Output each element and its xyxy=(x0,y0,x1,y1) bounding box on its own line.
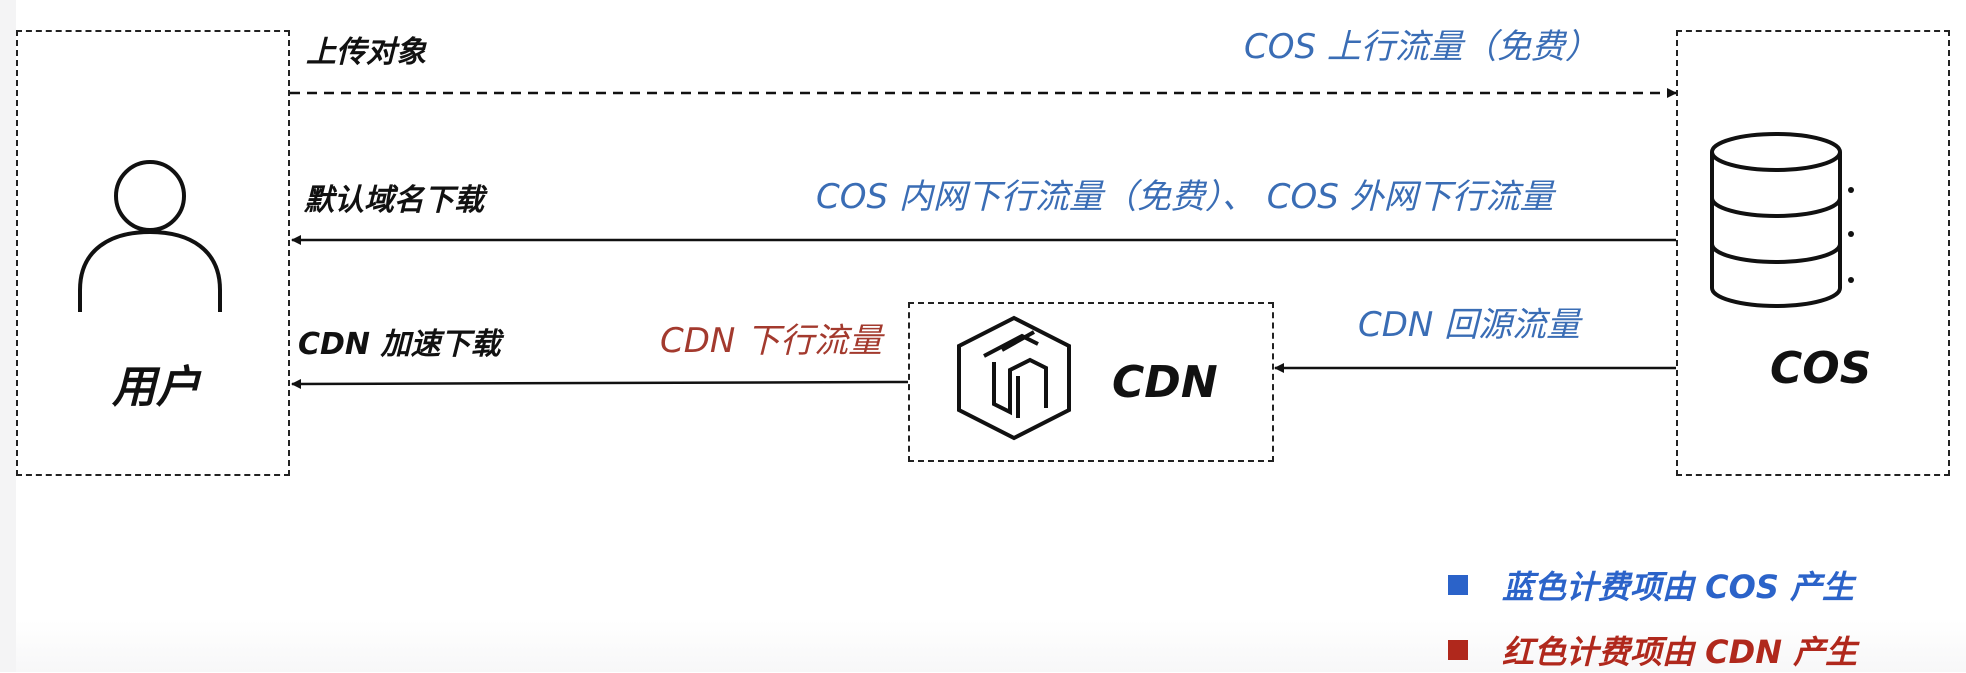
default-download-flow-label: 默认域名下载 xyxy=(304,183,484,218)
legend-item-blue: 蓝色计费项由 COS 产生 xyxy=(1448,562,1854,608)
left-margin-strip xyxy=(0,0,16,672)
legend-item-red: 红色计费项由 CDN 产生 xyxy=(1448,627,1857,673)
cdn-origin-billing-label: CDN 回源流量 xyxy=(1358,305,1581,345)
cdn-node-box xyxy=(908,302,1274,462)
database-icon xyxy=(1710,132,1854,308)
legend-text-blue: 蓝色计费项由 COS 产生 xyxy=(1502,568,1855,606)
user-node-label: 用户 xyxy=(112,362,200,413)
cdn-download-billing-label: CDN 下行流量 xyxy=(660,321,883,361)
cos-node-box xyxy=(1676,30,1950,476)
default-download-billing-label: COS 内网下行流量（免费）、 COS 外网下行流量 xyxy=(816,177,1554,217)
user-icon xyxy=(78,160,222,312)
upload-flow-label: 上传对象 xyxy=(306,35,426,70)
legend-text-red: 红色计费项由 CDN 产生 xyxy=(1502,633,1858,671)
legend-swatch-blue xyxy=(1448,575,1468,595)
upload-billing-label: COS 上行流量（免费） xyxy=(1244,27,1599,67)
user-node-box xyxy=(16,30,290,476)
cdn-download-flow-label: CDN 加速下载 xyxy=(298,327,501,362)
cdn-node-label: CDN xyxy=(1112,357,1218,408)
cdn-download-arrow xyxy=(291,378,909,389)
cos-node-label: COS xyxy=(1770,343,1872,394)
legend-swatch-red xyxy=(1448,640,1468,660)
cdn-icon xyxy=(957,315,1071,441)
